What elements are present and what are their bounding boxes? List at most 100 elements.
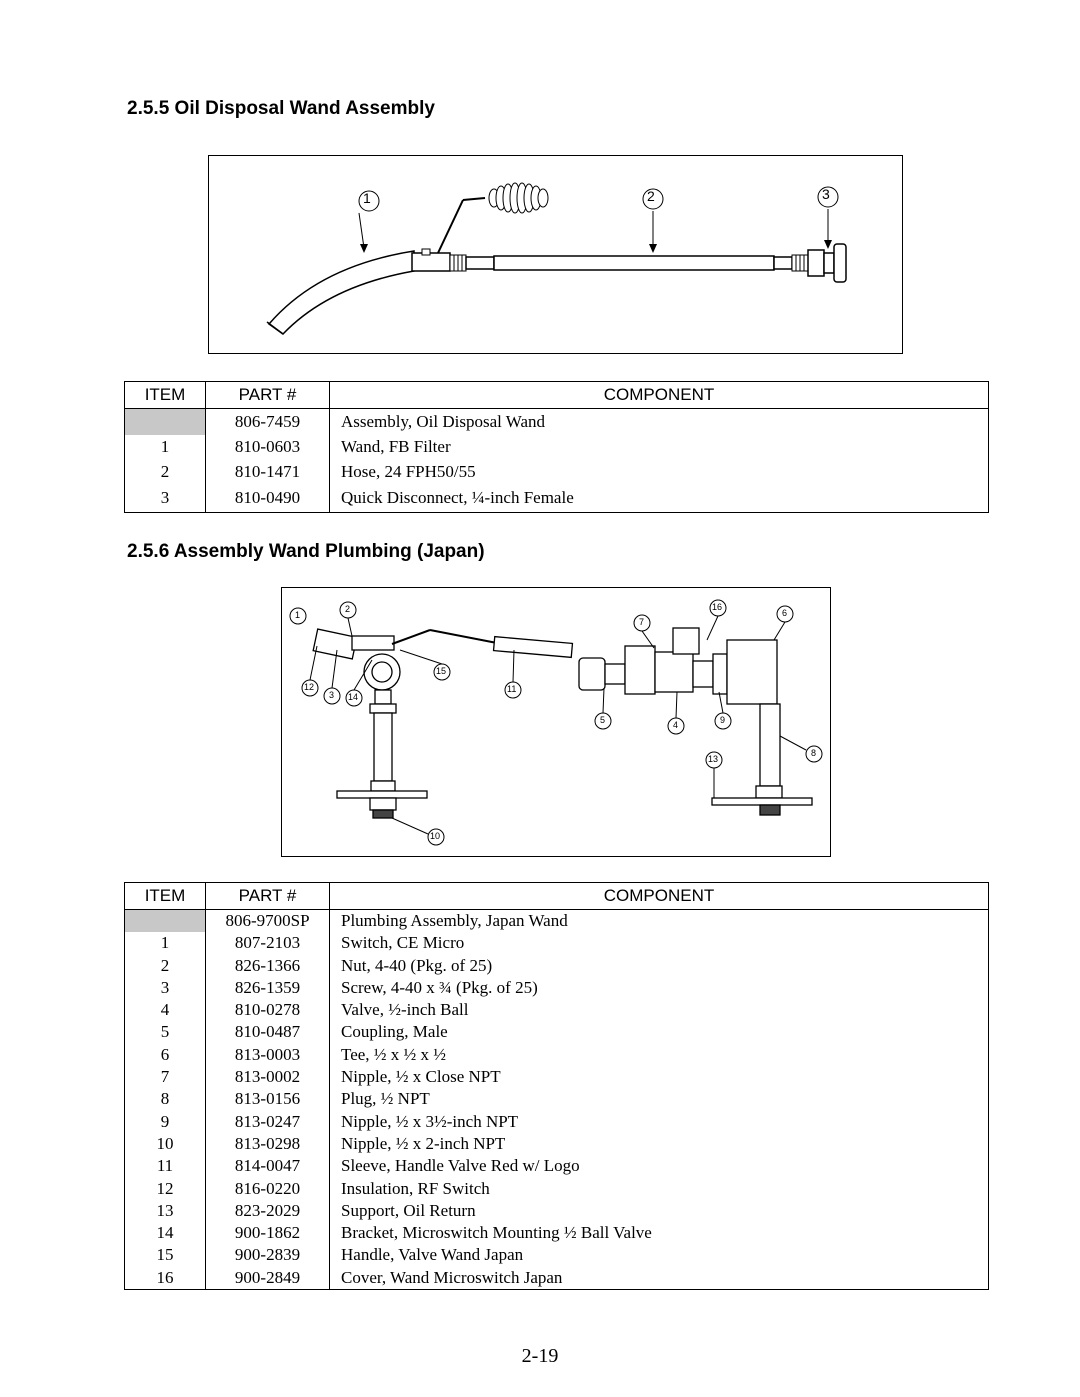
callout-4: 4 <box>673 720 679 730</box>
cell-item: 9 <box>124 1110 206 1133</box>
cell-part: 806-7459 <box>205 408 330 435</box>
wand-assembly-drawing <box>266 182 847 335</box>
cell-item: 3 <box>124 484 206 513</box>
cell-part: 816-0220 <box>205 1177 330 1200</box>
cell-item <box>124 909 206 933</box>
cell-component: Tee, ½ x ½ x ½ <box>329 1043 989 1067</box>
cell-item: 2 <box>124 954 206 977</box>
cell-part: 826-1366 <box>205 954 330 977</box>
cell-part: 810-0278 <box>205 999 330 1022</box>
callout-6: 6 <box>782 608 788 618</box>
callout-9: 9 <box>720 715 726 725</box>
cell-component: Nipple, ½ x 2-inch NPT <box>329 1132 989 1156</box>
cell-item: 3 <box>124 976 206 1000</box>
cell-item: 4 <box>124 999 206 1022</box>
cell-component: Plumbing Assembly, Japan Wand <box>329 909 989 933</box>
callout-14: 14 <box>348 692 359 702</box>
cell-component: Nipple, ½ x Close NPT <box>329 1066 989 1089</box>
callout-12: 12 <box>304 682 315 692</box>
cell-part: 900-1862 <box>205 1222 330 1245</box>
cell-item: 10 <box>124 1132 206 1156</box>
cell-item: 13 <box>124 1199 206 1223</box>
cell-part: 810-1471 <box>205 459 330 485</box>
table-header-row: ITEM PART # COMPONENT <box>124 882 989 910</box>
cell-part: 813-0298 <box>205 1132 330 1156</box>
cell-component: Nut, 4-40 (Pkg. of 25) <box>329 954 989 977</box>
cell-component: Coupling, Male <box>329 1021 989 1044</box>
cell-part: 900-2839 <box>205 1244 330 1267</box>
cell-component: Nipple, ½ x 3½-inch NPT <box>329 1110 989 1133</box>
section-heading-oil-disposal-wand: 2.5.5 Oil Disposal Wand Assembly <box>127 98 435 119</box>
cell-item: 16 <box>124 1266 206 1291</box>
cell-component: Support, Oil Return <box>329 1199 989 1223</box>
cell-component: Sleeve, Handle Valve Red w/ Logo <box>329 1155 989 1178</box>
figure-wand-plumbing-japan: 1 2 12 3 14 15 11 10 16 7 6 5 4 9 13 8 <box>281 587 831 857</box>
page-number: 2-19 <box>521 1345 559 1367</box>
cell-component: Handle, Valve Wand Japan <box>329 1244 989 1267</box>
section-heading-assembly-wand-plumbing: 2.5.6 Assembly Wand Plumbing (Japan) <box>127 541 485 562</box>
header-part: PART # <box>205 882 330 910</box>
cell-part: 807-2103 <box>205 932 330 955</box>
cell-component: Bracket, Microswitch Mounting ½ Ball Val… <box>329 1222 989 1245</box>
cell-item: 12 <box>124 1177 206 1200</box>
cell-part: 813-0156 <box>205 1088 330 1111</box>
table-header-row: ITEM PART # COMPONENT <box>124 381 989 409</box>
cell-item: 11 <box>124 1155 206 1178</box>
callout-2: 2 <box>345 604 351 614</box>
cell-item: 6 <box>124 1043 206 1067</box>
cell-component: Insulation, RF Switch <box>329 1177 989 1200</box>
cell-item: 15 <box>124 1244 206 1267</box>
cell-item: 1 <box>124 932 206 955</box>
callout-16: 16 <box>712 602 723 612</box>
cell-item: 5 <box>124 1021 206 1044</box>
callout-11: 11 <box>507 684 517 694</box>
cell-component: Hose, 24 FPH50/55 <box>329 459 989 485</box>
cell-part: 813-0247 <box>205 1110 330 1133</box>
callout-7: 7 <box>639 617 645 627</box>
cell-part: 810-0490 <box>205 484 330 513</box>
cell-item: 2 <box>124 459 206 485</box>
header-component: COMPONENT <box>329 882 989 910</box>
cell-part: 823-2029 <box>205 1199 330 1223</box>
cell-part: 814-0047 <box>205 1155 330 1178</box>
cell-part: 813-0003 <box>205 1043 330 1067</box>
header-component: COMPONENT <box>329 381 989 409</box>
cell-component: Cover, Wand Microswitch Japan <box>329 1266 989 1291</box>
cell-part: 826-1359 <box>205 976 330 1000</box>
callout-2: 2 <box>647 188 655 204</box>
header-part: PART # <box>205 381 330 409</box>
callout-13: 13 <box>708 754 719 764</box>
cell-component: Valve, ½-inch Ball <box>329 999 989 1022</box>
cell-component: Switch, CE Micro <box>329 932 989 955</box>
cell-part: 806-9700SP <box>205 909 330 933</box>
cell-part: 810-0487 <box>205 1021 330 1044</box>
cell-part: 810-0603 <box>205 434 330 460</box>
cell-component: Quick Disconnect, ¼-inch Female <box>329 484 989 513</box>
callout-1: 1 <box>295 610 301 620</box>
cell-part: 900-2849 <box>205 1266 330 1291</box>
plumbing-assembly-drawing <box>289 599 823 846</box>
callout-1: 1 <box>363 190 371 206</box>
cell-component: Assembly, Oil Disposal Wand <box>329 408 989 435</box>
